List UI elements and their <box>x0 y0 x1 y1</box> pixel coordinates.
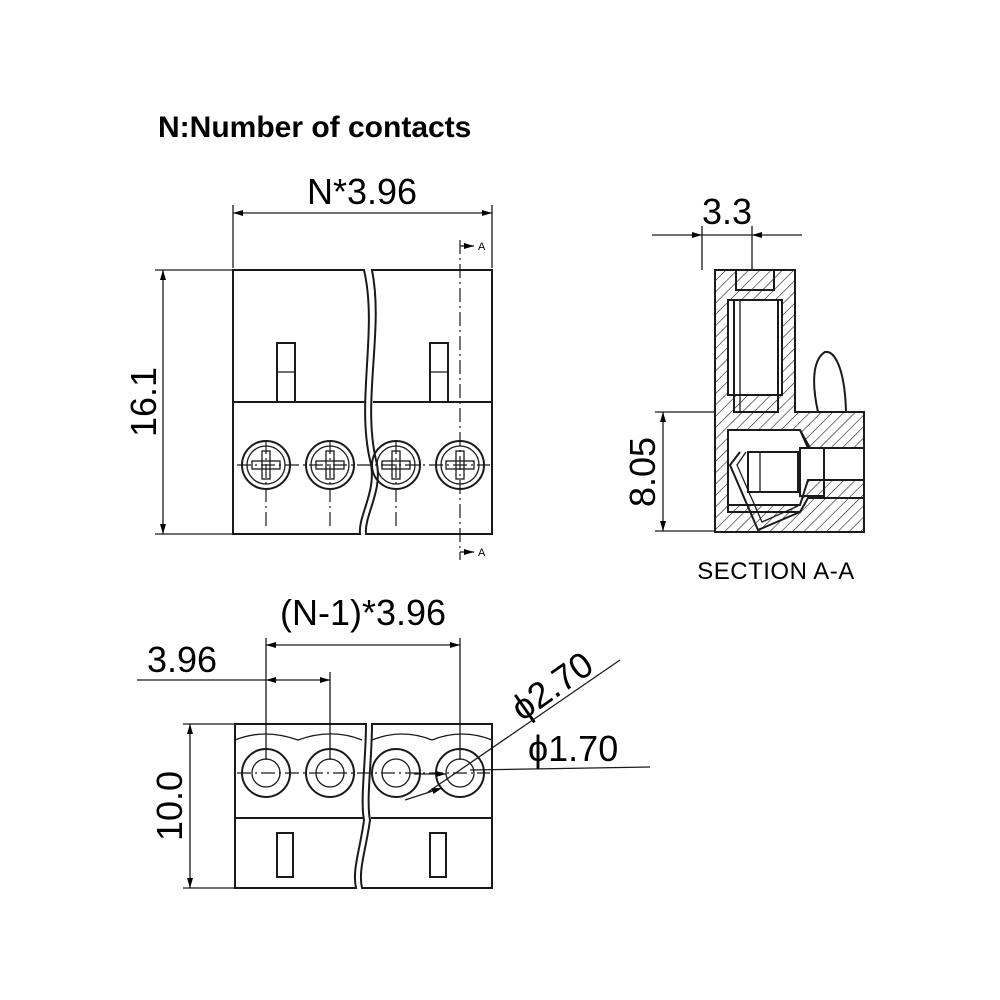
top-body-right <box>359 723 493 889</box>
section-mark-top: A <box>478 241 486 253</box>
inner-diameter-label: ϕ1.70 <box>528 728 618 769</box>
outer-diameter-label: ϕ2.70 <box>503 643 600 728</box>
section-view: 3.3 8.05 SECTION A-A <box>622 191 865 585</box>
pitch-label: 3.96 <box>147 639 217 680</box>
pitch-span-label: (N-1)*3.96 <box>280 592 446 633</box>
top-height-label: 10.0 <box>149 771 190 841</box>
section-mark-bottom: A <box>478 547 486 559</box>
front-view: N*3.96 16.1 <box>123 171 493 560</box>
wire-cavity <box>727 429 865 513</box>
outer-diameter-arrow <box>404 787 443 801</box>
overall-width-label: N*3.96 <box>307 171 417 212</box>
front-body-left <box>232 269 373 535</box>
screw-bore <box>733 299 779 413</box>
top-view: (N-1)*3.96 3.96 10.0 ϕ2.70 ϕ1.70 <box>137 592 651 889</box>
outer-diameter-leader <box>427 659 621 793</box>
latch-hook <box>813 350 847 413</box>
top-body-left <box>234 723 368 889</box>
top-scallop <box>234 733 363 741</box>
release-slot <box>276 832 294 878</box>
inner-diameter-leader <box>469 766 651 771</box>
top-scallop <box>371 733 493 741</box>
front-body-right <box>364 269 493 535</box>
release-slot <box>429 832 447 878</box>
pin-opening <box>735 270 775 291</box>
spring-contact <box>728 451 801 532</box>
clamp-block <box>747 451 799 493</box>
drawing-title: N:Number of contacts <box>158 111 471 144</box>
clamp-face <box>799 447 825 497</box>
section-width-label: 3.3 <box>702 191 752 232</box>
section-height-label: 8.05 <box>622 437 663 507</box>
section-label: SECTION A-A <box>697 558 855 585</box>
spring-contact-inner <box>736 451 799 523</box>
height-front-label: 16.1 <box>123 367 164 437</box>
